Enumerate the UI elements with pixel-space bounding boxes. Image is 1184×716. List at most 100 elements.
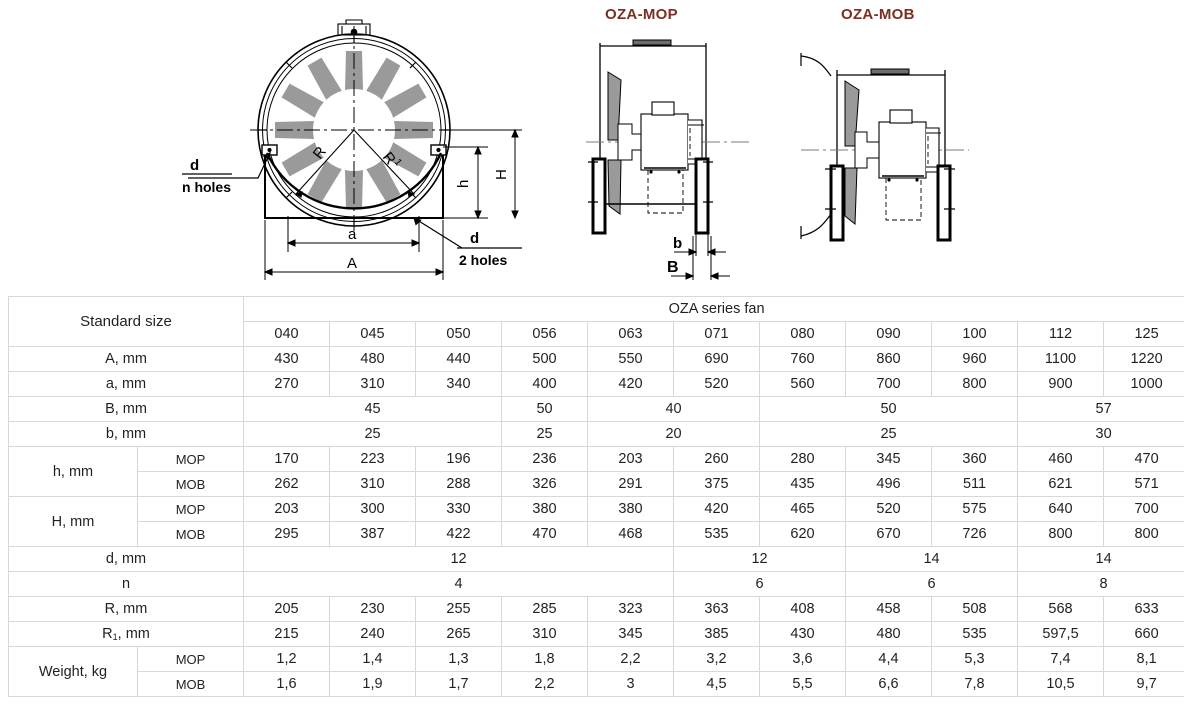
table-cell: 6,6 <box>846 672 932 696</box>
table-cell: 900 <box>1018 372 1104 396</box>
table-cell: 387 <box>330 522 416 546</box>
radius-leaders <box>294 129 416 198</box>
table-cell: 50 <box>760 397 1018 421</box>
size-header-050: 050 <box>416 322 502 346</box>
dimension-h <box>265 145 488 220</box>
table-cell: 265 <box>416 622 502 646</box>
mob-break-curves <box>800 53 832 239</box>
table-cell: 1,2 <box>244 647 330 671</box>
table-cell: 1,7 <box>416 672 502 696</box>
table-cell: 1,3 <box>416 647 502 671</box>
mob-motor-body <box>878 109 941 179</box>
row-label: A, mm <box>9 347 244 371</box>
table-cell: 270 <box>244 372 330 396</box>
table-cell: 323 <box>588 597 674 621</box>
table-cell: 4,4 <box>846 647 932 671</box>
mop-hidden-outline <box>647 128 691 214</box>
table-cell: 575 <box>932 497 1018 521</box>
table-cell: 465 <box>760 497 846 521</box>
table-cell: 435 <box>760 472 846 496</box>
table-cell: 280 <box>760 447 846 471</box>
table-cell: 3,2 <box>674 647 760 671</box>
mop-label-B: B <box>667 259 679 276</box>
table-cell: 345 <box>588 622 674 646</box>
table-cell: 726 <box>932 522 1018 546</box>
table-cell: 520 <box>674 372 760 396</box>
table-cell: 8,1 <box>1104 647 1184 671</box>
table-cell: 568 <box>1018 597 1104 621</box>
table-cell: 3 <box>588 672 674 696</box>
table-cell: 12 <box>244 547 674 571</box>
size-header-045: 045 <box>330 322 416 346</box>
table-cell: 2,2 <box>588 647 674 671</box>
mob-foot-ticks <box>825 168 955 210</box>
table-cell: 240 <box>330 622 416 646</box>
table-cell: 40 <box>588 397 760 421</box>
table-cell: 203 <box>244 497 330 521</box>
table-cell: 20 <box>588 422 760 446</box>
table-cell: 422 <box>416 522 502 546</box>
table-cell: 2,2 <box>502 672 588 696</box>
table-cell: 10,5 <box>1018 672 1104 696</box>
table-cell: 3,6 <box>760 647 846 671</box>
standard-size-header: Standard size <box>9 297 244 346</box>
table-cell: 520 <box>846 497 932 521</box>
size-header-090: 090 <box>846 322 932 346</box>
table-cell: 508 <box>932 597 1018 621</box>
table-cell: 223 <box>330 447 416 471</box>
table-cell: 310 <box>330 472 416 496</box>
size-header-112: 112 <box>1018 322 1104 346</box>
table-cell: 1,8 <box>502 647 588 671</box>
table-cell: 470 <box>502 522 588 546</box>
row-label: B, mm <box>9 397 244 421</box>
table-cell: 420 <box>588 372 674 396</box>
table-cell: 7,4 <box>1018 647 1104 671</box>
table-cell: 400 <box>502 372 588 396</box>
table-cell: 288 <box>416 472 502 496</box>
row-label: R, mm <box>9 597 244 621</box>
table-cell: 511 <box>932 472 1018 496</box>
table-cell: 800 <box>932 372 1018 396</box>
table-cell: 7,8 <box>932 672 1018 696</box>
table-cell: 440 <box>416 347 502 371</box>
label-d-top: d <box>190 157 199 174</box>
table-head-row-1: Standard size OZA series fan <box>9 297 1184 346</box>
row-sublabel: MOB <box>138 672 244 696</box>
table-cell: 230 <box>330 597 416 621</box>
table-cell: 14 <box>846 547 1018 571</box>
mob-top-plate <box>870 68 910 75</box>
table-cell: 690 <box>674 347 760 371</box>
table-cell: 385 <box>674 622 760 646</box>
leader-2-holes <box>413 217 522 249</box>
oza-mop-title: OZA-MOP <box>605 6 678 23</box>
mob-hidden-outline <box>885 136 929 221</box>
size-header-100: 100 <box>932 322 1018 346</box>
table-cell: 458 <box>846 597 932 621</box>
label-a: a <box>348 226 357 243</box>
size-header-071: 071 <box>674 322 760 346</box>
table-cell: 300 <box>330 497 416 521</box>
row-sublabel: MOP <box>138 647 244 671</box>
table-cell: 960 <box>932 347 1018 371</box>
table-cell: 326 <box>502 472 588 496</box>
table-cell: 670 <box>846 522 932 546</box>
table-cell: 14 <box>1018 547 1184 571</box>
mob-mounting-feet <box>829 164 952 242</box>
table-cell: 6 <box>846 572 1018 596</box>
table-cell: 633 <box>1104 597 1184 621</box>
table-cell: 500 <box>502 347 588 371</box>
leader-n-holes <box>182 151 271 179</box>
row-label: d, mm <box>9 547 244 571</box>
table-cell: 310 <box>502 622 588 646</box>
